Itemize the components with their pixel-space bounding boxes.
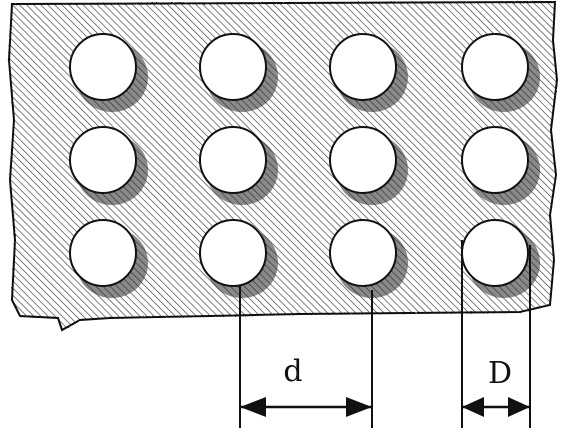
hole-r3-c3 [329,219,397,287]
hole-r1-c1 [69,33,137,101]
hole-r3-c4 [461,219,529,287]
hole-r1-c3 [329,33,397,101]
hole-r3-c1 [69,219,137,287]
arrowhead-d-left [240,397,266,417]
dimension-d: d [239,285,373,428]
dimension-label-D: D [488,356,512,391]
arrowhead-D-right [508,397,530,417]
dimension-D: D [461,240,531,428]
hole-r2-c2 [199,126,267,194]
dimension-label-d: d [283,354,302,389]
hole-r1-c4 [461,33,529,101]
hole-r2-c1 [69,126,137,194]
hole-r2-c4 [461,126,529,194]
hole-r1-c2 [199,33,267,101]
arrowhead-D-left [462,397,484,417]
hole-r3-c2 [199,219,267,287]
hole-r2-c3 [329,126,397,194]
arrowhead-d-right [346,397,372,417]
hole-grid [69,33,529,287]
